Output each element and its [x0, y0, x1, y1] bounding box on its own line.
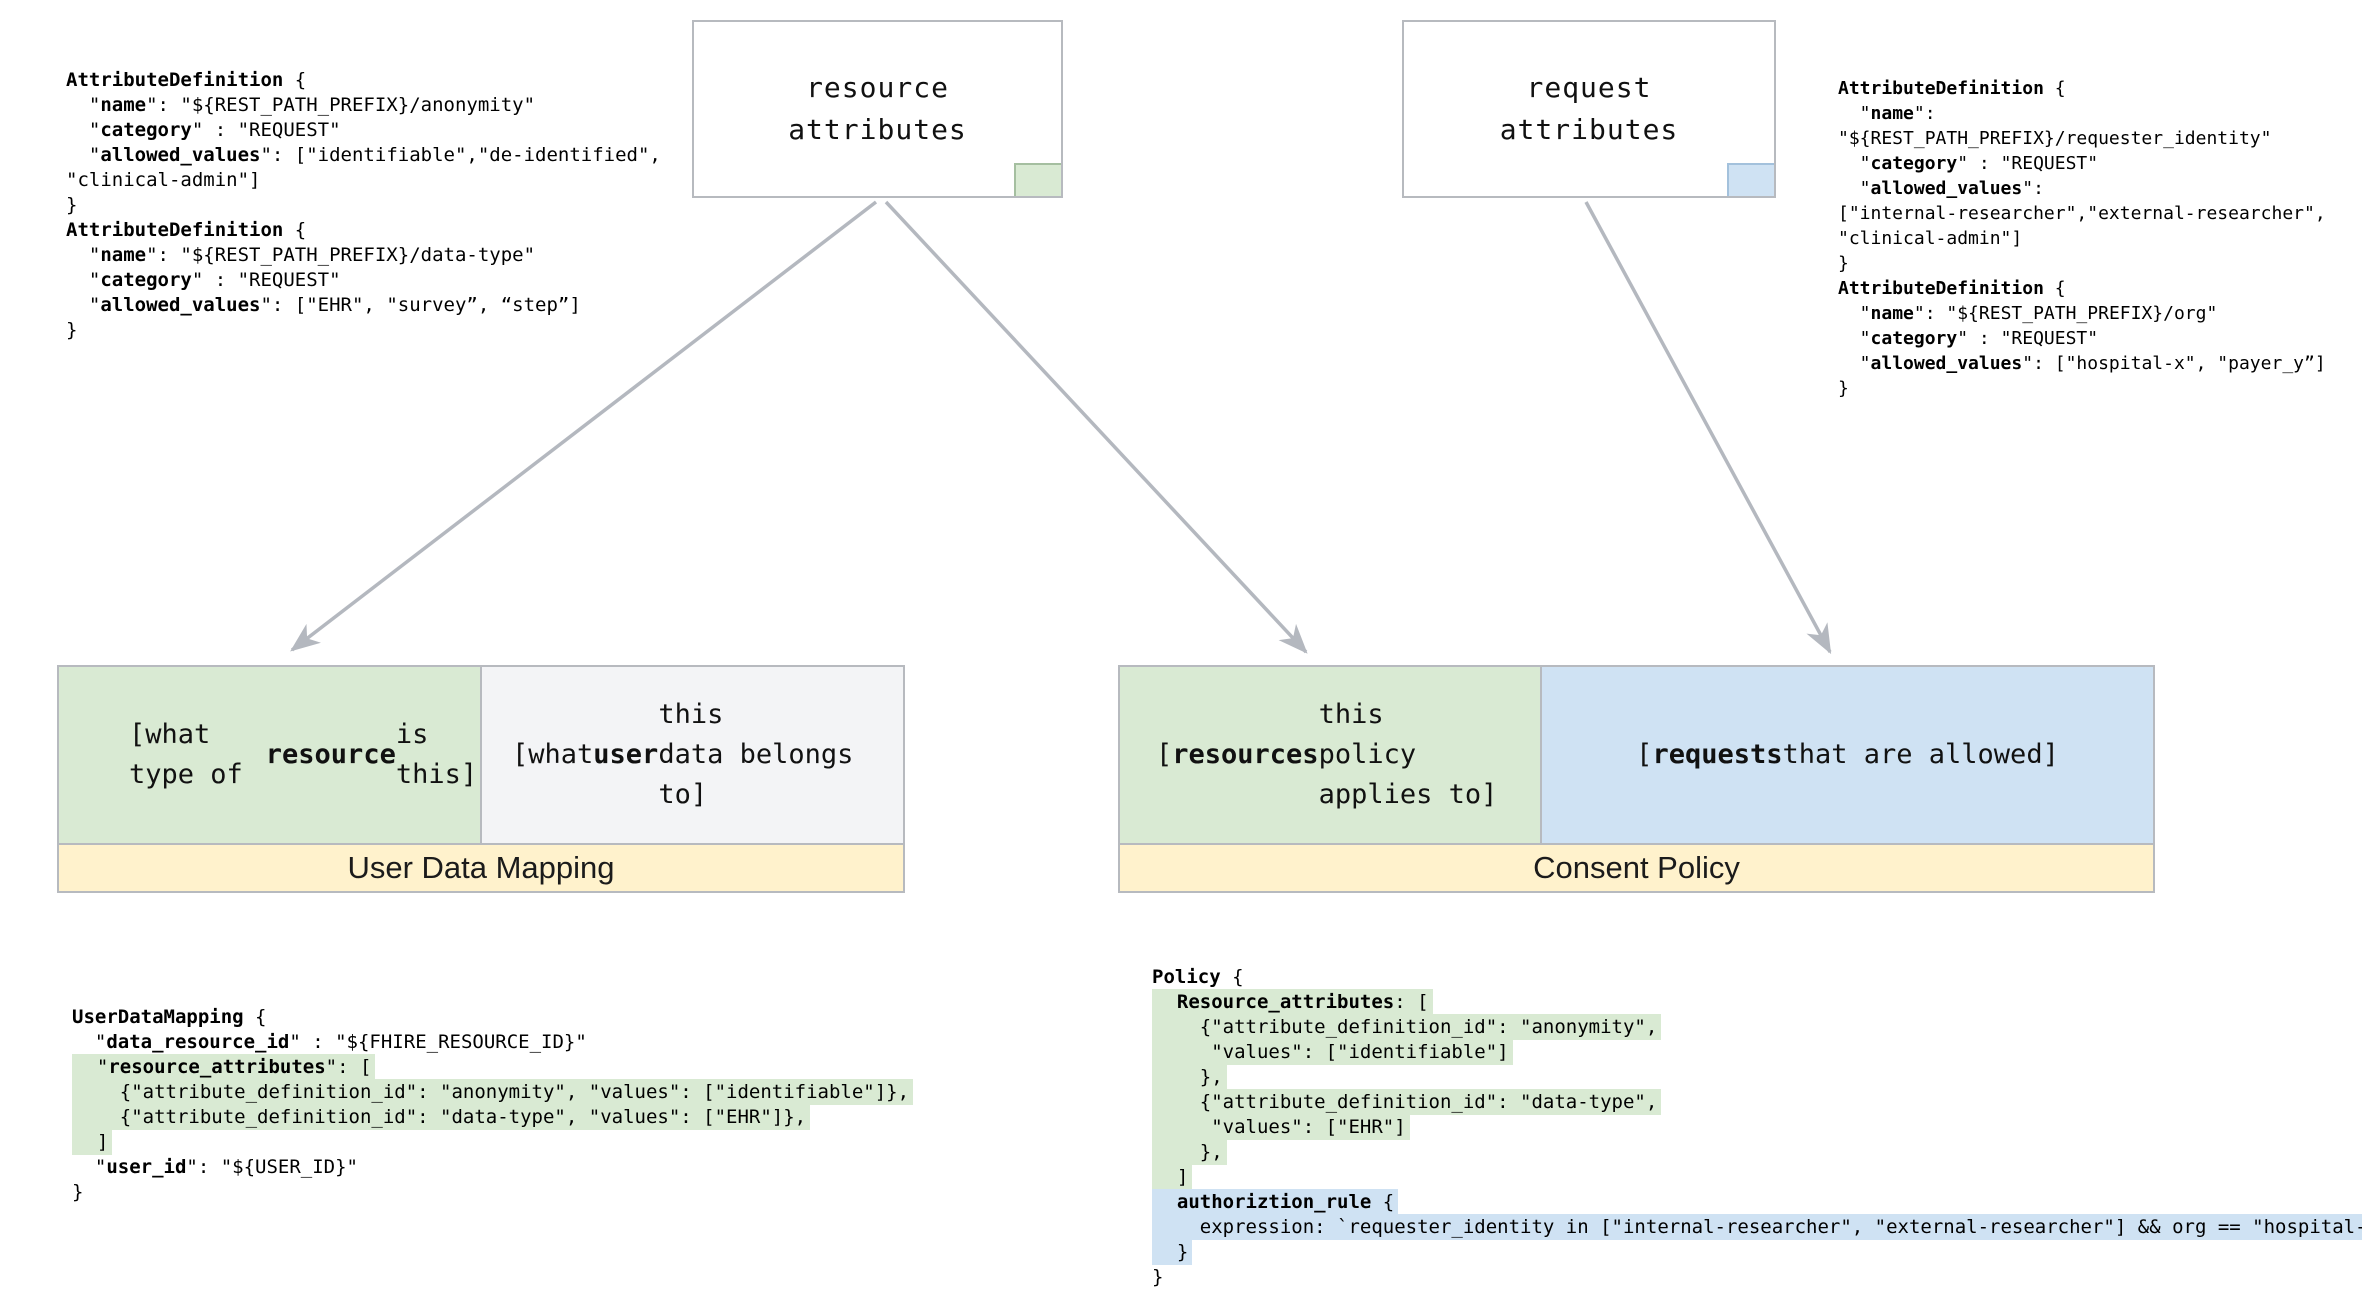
code-line: "clinical-admin"]	[1838, 228, 2023, 249]
code-line: "category" : "REQUEST"	[1838, 328, 2099, 349]
code-line: {"attribute_definition_id": "data-type",	[1152, 1089, 2362, 1115]
code-line: }	[66, 194, 78, 216]
code-line: "${REST_PATH_PREFIX}/requester_identity"	[1838, 128, 2272, 149]
request-attributes-title: request attributes	[1499, 71, 1679, 146]
resource-attributes-title: resource attributes	[788, 71, 967, 146]
resource-attributes-node: resource attributes	[692, 20, 1063, 198]
code-line: ]	[72, 1129, 913, 1155]
code-line: AttributeDefinition {	[1838, 278, 2066, 299]
request-attributes-node: request attributes	[1402, 20, 1776, 198]
code-line: "resource_attributes": [	[72, 1054, 913, 1080]
code-line: "values": ["EHR"]	[1152, 1114, 2362, 1140]
code-line: "name": "${REST_PATH_PREFIX}/data-type"	[66, 244, 536, 266]
request-category-blue-swatch	[1727, 163, 1774, 196]
code-line: "category" : "REQUEST"	[66, 269, 341, 291]
code-line: AttributeDefinition {	[66, 219, 307, 241]
code-line: authoriztion_rule {	[1152, 1189, 2362, 1215]
code-line: "allowed_values":	[1838, 178, 2044, 199]
code-line: }	[1838, 253, 1849, 274]
code-line: {"attribute_definition_id": "anonymity",	[1152, 1014, 2362, 1040]
user-cell: [what user this data belongs to]	[482, 667, 903, 843]
code-line: "allowed_values": ["identifiable","de-id…	[66, 144, 661, 166]
code-line: ["internal-researcher","external-researc…	[1838, 203, 2326, 224]
code-line: "data_resource_id" : "${FHIRE_RESOURCE_I…	[72, 1031, 587, 1053]
code-line: ]	[1152, 1164, 2362, 1190]
code-line: AttributeDefinition {	[1838, 78, 2066, 99]
code-line: "name": "${REST_PATH_PREFIX}/anonymity"	[66, 94, 536, 116]
user-data-mapping-code: UserDataMapping { "data_resource_id" : "…	[72, 1005, 914, 1205]
consent-policy-cells: [resources this policy applies to] [requ…	[1120, 667, 2153, 843]
code-line: "allowed_values": ["hospital-x", "payer_…	[1838, 353, 2326, 374]
code-line: },	[1152, 1064, 2362, 1090]
policy-code: Policy { Resource_attributes: [ {"attrib…	[1152, 965, 2362, 1290]
code-line: }	[1152, 1239, 2362, 1265]
consent-policy-card: [resources this policy applies to] [requ…	[1118, 665, 2155, 893]
attribute-definition-code-right: AttributeDefinition { "name": "${REST_PAT…	[1838, 76, 2326, 401]
code-line: "category" : "REQUEST"	[66, 119, 341, 141]
policy-requests-cell: [requests that are allowed]	[1542, 667, 2153, 843]
code-line: expression: `requester_identity in ["int…	[1152, 1214, 2362, 1240]
consent-policy-label: Consent Policy	[1120, 843, 2153, 891]
code-line: {"attribute_definition_id": "data-type",…	[72, 1104, 913, 1130]
code-line: }	[1152, 1266, 1164, 1288]
code-line: }	[1838, 378, 1849, 399]
code-line: },	[1152, 1139, 2362, 1165]
code-line: "name":	[1838, 103, 1936, 124]
code-line: UserDataMapping {	[72, 1006, 267, 1028]
code-line: {"attribute_definition_id": "anonymity",…	[72, 1079, 914, 1105]
code-line: }	[72, 1181, 84, 1203]
code-line: AttributeDefinition {	[66, 69, 307, 91]
code-line: Resource_attributes: [	[1152, 989, 2362, 1015]
resource-category-green-swatch	[1014, 163, 1061, 196]
code-line: "name": "${REST_PATH_PREFIX}/org"	[1838, 303, 2218, 324]
resource-type-cell: [what type of resource is this]	[59, 667, 482, 843]
code-line: }	[66, 319, 78, 341]
user-data-mapping-card: [what type of resource is this] [what us…	[57, 665, 905, 893]
user-data-mapping-label: User Data Mapping	[59, 843, 903, 891]
policy-resources-cell: [resources this policy applies to]	[1120, 667, 1542, 843]
arrow-resource-to-udm	[290, 200, 878, 652]
code-line: "values": ["identifiable"]	[1152, 1039, 2362, 1065]
code-line: "clinical-admin"]	[66, 169, 261, 191]
code-line: "allowed_values": ["EHR", "survey”, “ste…	[66, 294, 581, 316]
attribute-definition-code-left: AttributeDefinition { "name": "${REST_PA…	[66, 68, 661, 343]
arrow-resource-to-policy	[884, 200, 1308, 654]
user-data-mapping-cells: [what type of resource is this] [what us…	[59, 667, 903, 843]
code-line: "user_id": "${USER_ID}"	[72, 1156, 358, 1178]
code-line: "category" : "REQUEST"	[1838, 153, 2099, 174]
arrow-request-to-policy	[1584, 201, 1832, 655]
code-line: Policy {	[1152, 966, 1244, 988]
